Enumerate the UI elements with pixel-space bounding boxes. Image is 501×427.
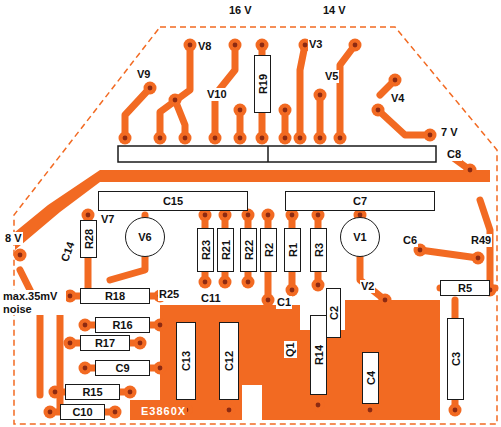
part-name: R16 [112,320,132,331]
callout-label: V4 [390,92,405,105]
part-name: R3 [313,243,324,257]
part-name: R14 [313,345,324,365]
part-name: R1 [287,243,298,257]
component-outline-vertical: R28 [80,220,97,258]
callout-label: V10 [206,88,228,101]
callout-label: V5 [324,70,339,83]
part-name: V6 [138,232,151,243]
part-name: C3 [450,352,461,366]
callout-label: V2 [360,280,375,293]
component-outline: R5 [440,280,490,296]
component-outline-vertical: R22 [240,228,257,272]
component-outline: R17 [80,335,130,351]
component-outline-vertical: C12 [219,322,239,400]
part-name: C4 [365,371,376,385]
callout-label: R49 [470,234,492,247]
component-outline-vertical: R14 [310,315,327,395]
component-outline-vertical: R3 [310,228,327,272]
component-outline: R18 [80,288,150,304]
callout-label: C1 [276,296,292,309]
component-outline-vertical: R2 [260,228,277,272]
part-name: R2 [263,243,274,257]
component-outline-vertical: C4 [362,352,379,404]
part-name: C13 [181,351,192,371]
callout-label: 14 V [322,4,347,17]
part-name: R15 [82,387,102,398]
part-name: R23 [200,240,211,260]
copper-area [130,300,440,420]
part-name: V1 [353,232,366,243]
connector-strip [118,146,436,162]
component-outline-vertical: C3 [447,318,464,400]
part-name: R21 [220,240,231,260]
part-name: R28 [83,229,94,249]
connector-strip [267,146,269,162]
part-name: R19 [257,74,268,94]
callout-label: 7 V [440,126,459,139]
callout-label: C14 [58,239,77,264]
component-outline-vertical: C13 [176,322,196,400]
component-outline: C15 [98,191,248,211]
component-outline-vertical: R21 [217,228,234,272]
part-name: C10 [72,407,92,418]
callout-label: 16 V [228,4,253,17]
part-name: R22 [243,240,254,260]
part-name: R18 [105,291,125,302]
part-name: C2 [328,306,339,320]
transistor-outline: V1 [340,217,380,257]
part-name: C12 [224,351,235,371]
callout-label: 8 V [4,232,23,245]
part-name: C7 [353,196,367,207]
component-outline: C9 [95,360,150,376]
component-outline: C7 [285,191,435,211]
component-outline-vertical: R1 [284,228,301,272]
transistor-outline: V6 [125,217,165,257]
callout-label: E3860X [140,405,187,418]
component-outline: R15 [65,384,120,400]
component-outline-vertical: R23 [197,228,214,272]
component-outline-vertical: C2 [326,288,341,338]
component-outline-vertical: R19 [254,55,271,113]
callout-label: C11 [200,292,222,305]
callout-label: V7 [100,213,115,226]
callout-label: C8 [446,148,462,161]
component-outline: C10 [60,404,105,420]
callout-label: Q1 [284,341,297,358]
copper-traces [20,45,495,412]
component-outline: R16 [95,317,150,333]
solder-pads [14,39,497,419]
part-name: C9 [115,363,129,374]
part-name: C15 [163,196,183,207]
callout-label: C6 [402,234,418,247]
callout-label: V3 [308,38,323,51]
part-name: R17 [95,338,115,349]
callout-label: V9 [136,68,151,81]
callout-label: R25 [158,288,180,301]
callout-label: V8 [197,40,212,53]
callout-label: max.35mV noise [2,290,66,315]
board-outline [14,27,497,424]
part-name: R5 [458,283,472,294]
